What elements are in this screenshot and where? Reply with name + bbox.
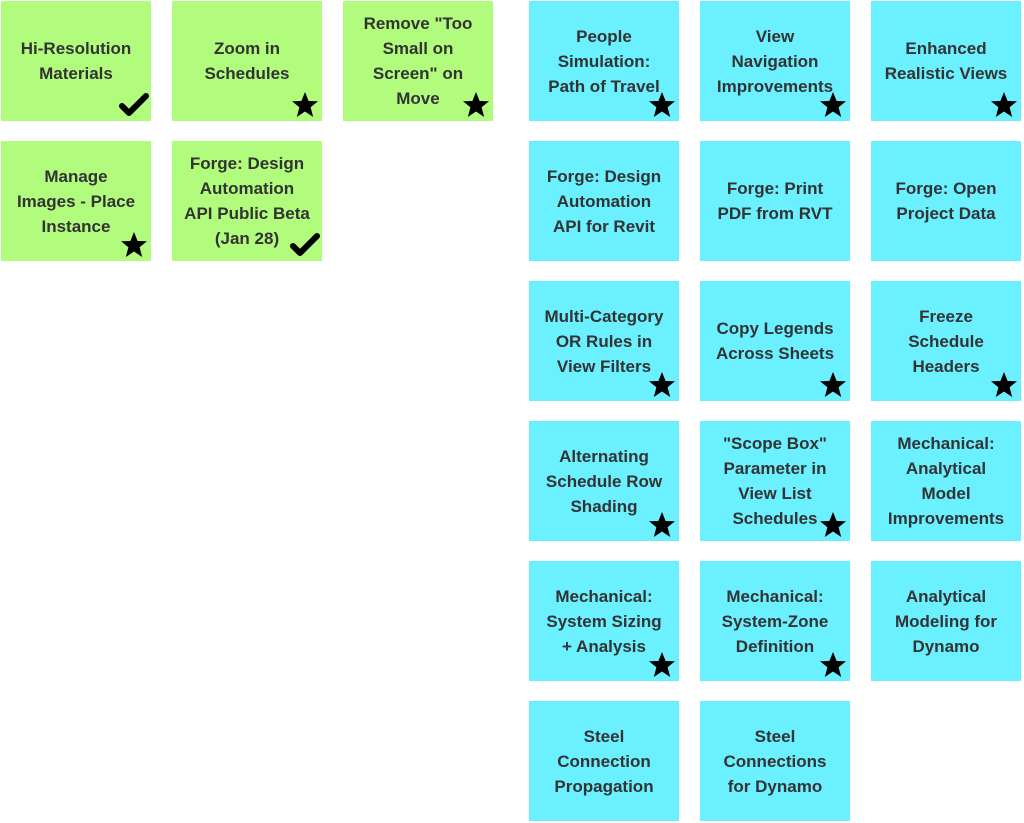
check-icon — [290, 230, 320, 260]
sticky-note[interactable]: Zoom in Schedules — [172, 1, 322, 121]
sticky-note[interactable]: Mechanical: Analytical Model Improvement… — [871, 421, 1021, 541]
sticky-note-label: Forge: Open Project Data — [895, 179, 997, 223]
sticky-note-label: Mechanical: System-Zone Definition — [721, 586, 829, 656]
sticky-note[interactable]: Alternating Schedule Row Shading — [529, 421, 679, 541]
sticky-note[interactable]: People Simulation: Path of Travel — [529, 1, 679, 121]
sticky-note-label: Freeze Schedule Headers — [908, 306, 984, 376]
sticky-note-label: Manage Images - Place Instance — [16, 166, 136, 236]
star-icon — [818, 90, 848, 120]
sticky-note[interactable]: Analytical Modeling for Dynamo — [871, 561, 1021, 681]
sticky-note-label: Copy Legends Across Sheets — [715, 319, 835, 363]
sticky-note[interactable]: Steel Connections for Dynamo — [700, 701, 850, 821]
sticky-note-label: Zoom in Schedules — [204, 39, 290, 83]
sticky-note-label: Forge: Design Automation API Public Beta… — [184, 154, 310, 248]
sticky-note[interactable]: Copy Legends Across Sheets — [700, 281, 850, 401]
star-icon — [647, 90, 677, 120]
star-icon — [818, 650, 848, 680]
star-icon — [647, 510, 677, 540]
sticky-note[interactable]: Hi-Resolution Materials — [1, 1, 151, 121]
sticky-note-label: Forge: Design Automation API for Revit — [546, 166, 662, 236]
sticky-note-label: Forge: Print PDF from RVT — [717, 179, 833, 223]
sticky-note-label: Mechanical: System Sizing + Analysis — [546, 586, 662, 656]
sticky-note-label: Remove "Too Small on Screen" on Move — [363, 14, 473, 108]
sticky-note[interactable]: Forge: Print PDF from RVT — [700, 141, 850, 261]
star-icon — [119, 230, 149, 260]
sticky-note[interactable]: Mechanical: System-Zone Definition — [700, 561, 850, 681]
star-icon — [647, 650, 677, 680]
sticky-note-label: Mechanical: Analytical Model Improvement… — [887, 434, 1005, 528]
sticky-note[interactable]: Forge: Design Automation API Public Beta… — [172, 141, 322, 261]
sticky-note-label: Steel Connection Propagation — [554, 726, 654, 796]
sticky-note-label: Hi-Resolution Materials — [20, 39, 132, 83]
sticky-note[interactable]: Remove "Too Small on Screen" on Move — [343, 1, 493, 121]
sticky-note[interactable]: "Scope Box" Parameter in View List Sched… — [700, 421, 850, 541]
sticky-note[interactable]: View Navigation Improvements — [700, 1, 850, 121]
sticky-note-label: Analytical Modeling for Dynamo — [895, 586, 997, 656]
star-icon — [461, 90, 491, 120]
sticky-note-label: People Simulation: Path of Travel — [548, 26, 660, 96]
sticky-note[interactable]: Steel Connection Propagation — [529, 701, 679, 821]
star-icon — [818, 510, 848, 540]
sticky-note[interactable]: Manage Images - Place Instance — [1, 141, 151, 261]
sticky-note-label: Enhanced Realistic Views — [884, 39, 1008, 83]
sticky-note[interactable]: Forge: Open Project Data — [871, 141, 1021, 261]
star-icon — [989, 90, 1019, 120]
sticky-note-label: "Scope Box" Parameter in View List Sched… — [723, 434, 827, 528]
check-icon — [119, 90, 149, 120]
star-icon — [818, 370, 848, 400]
star-icon — [989, 370, 1019, 400]
sticky-note-label: View Navigation Improvements — [716, 26, 834, 96]
sticky-note[interactable]: Enhanced Realistic Views — [871, 1, 1021, 121]
sticky-note-label: Alternating Schedule Row Shading — [545, 446, 663, 516]
sticky-note[interactable]: Freeze Schedule Headers — [871, 281, 1021, 401]
sticky-note-label: Multi-Category OR Rules in View Filters — [544, 306, 664, 376]
sticky-note[interactable]: Forge: Design Automation API for Revit — [529, 141, 679, 261]
sticky-note[interactable]: Multi-Category OR Rules in View Filters — [529, 281, 679, 401]
sticky-note[interactable]: Mechanical: System Sizing + Analysis — [529, 561, 679, 681]
star-icon — [647, 370, 677, 400]
star-icon — [290, 90, 320, 120]
sticky-note-label: Steel Connections for Dynamo — [723, 726, 827, 796]
